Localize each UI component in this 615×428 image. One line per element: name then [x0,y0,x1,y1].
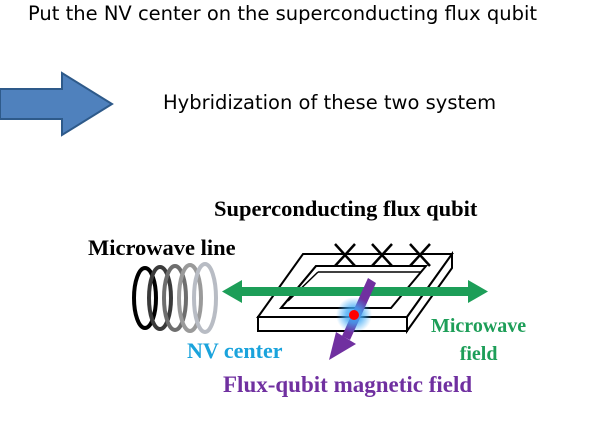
slide-title: Put the NV center on the superconducting… [28,2,538,25]
right-arrow-icon [0,71,114,137]
josephson-junctions [334,243,431,267]
microwave-field-label: Microwave field [431,312,526,368]
slide-subtitle: Hybridization of these two system [163,91,497,114]
superconducting-qubit-label: Superconducting flux qubit [214,196,478,221]
microwave-field-label-line1: Microwave [431,315,527,337]
microwave-line-label: Microwave line [88,235,236,260]
nv-center-dot [349,310,359,320]
nv-center-label: NV center [187,338,283,363]
microwave-field-label-line2: field [459,343,498,365]
flux-field-label: Flux-qubit magnetic field [223,372,473,397]
microwave-coil-icon [132,262,218,334]
microwave-field-arrow [222,280,488,303]
